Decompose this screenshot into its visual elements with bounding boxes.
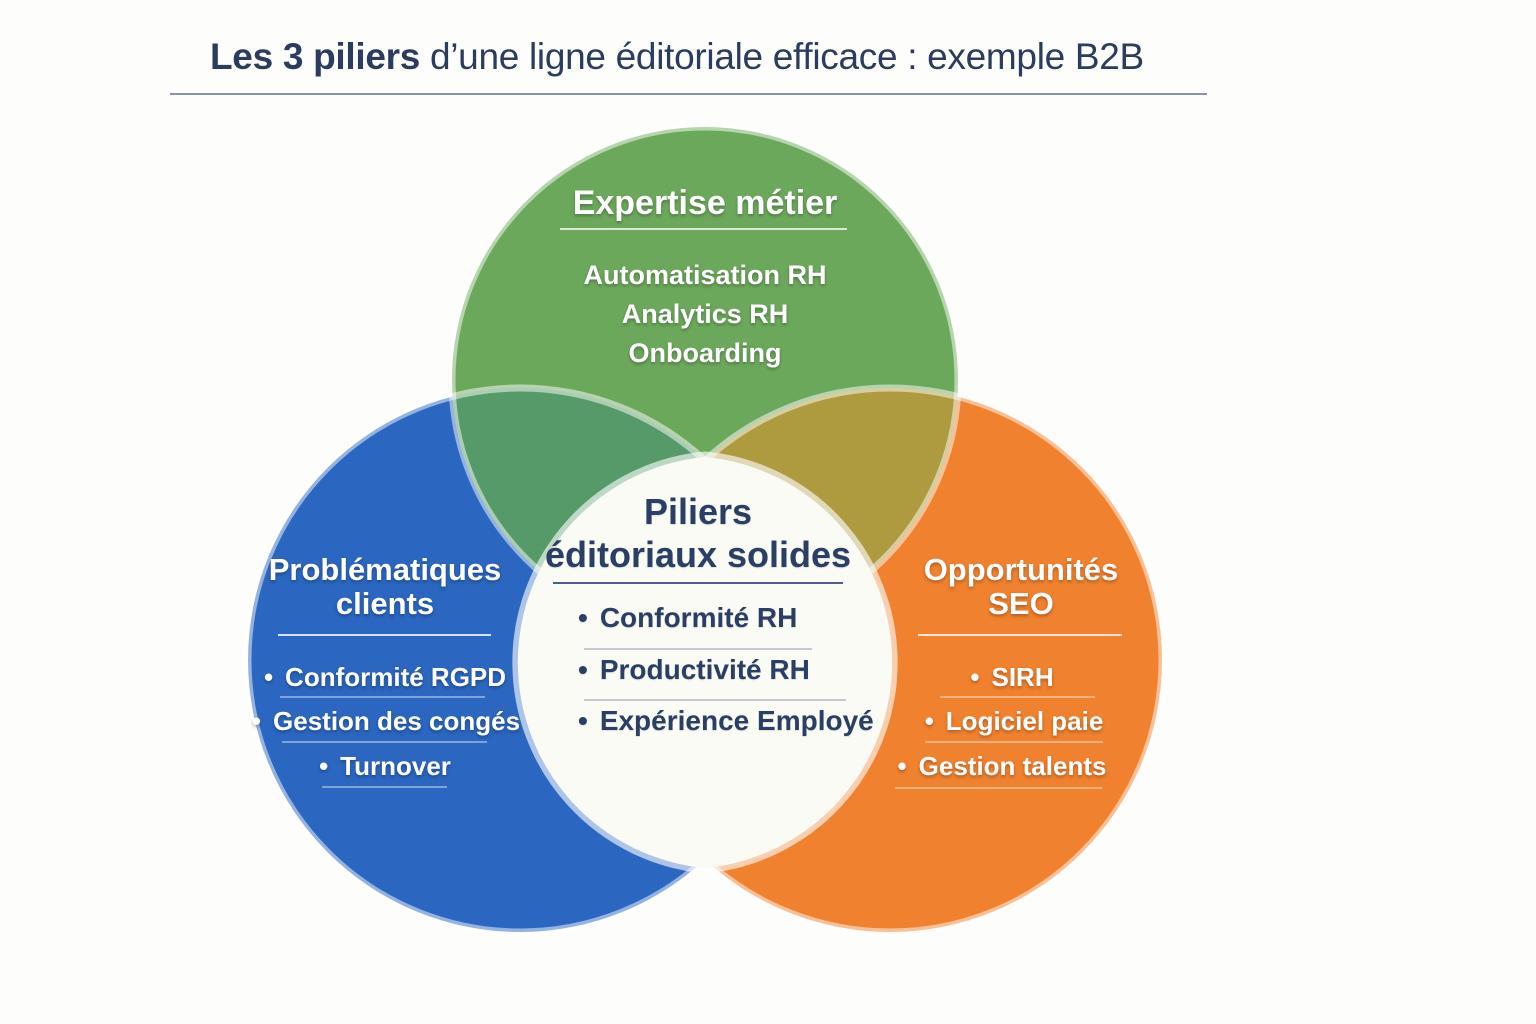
center-heading-underline <box>553 582 843 584</box>
center-heading: Piliers éditoriaux solides <box>545 490 851 576</box>
left-circle-heading-line2: clients <box>335 586 435 621</box>
list-item-label: Logiciel paie <box>945 706 1104 736</box>
bullet-icon: • <box>319 751 329 781</box>
list-item-label: Conformité RH <box>599 602 798 633</box>
page-title: Les 3 piliers d’une ligne éditoriale eff… <box>210 36 1144 78</box>
list-item-label: Expérience Employé <box>599 705 874 736</box>
bullet-icon: • <box>578 602 588 633</box>
item-separator <box>895 787 1102 789</box>
list-item: • Productivité RH <box>578 654 810 686</box>
item-separator <box>584 699 846 701</box>
bullet-icon: • <box>897 751 907 781</box>
center-lens <box>517 457 893 868</box>
list-item-label: Productivité RH <box>599 654 810 685</box>
item-separator <box>940 696 1095 698</box>
left-circle-heading-underline <box>278 634 491 636</box>
bullet-icon: • <box>970 662 980 692</box>
list-item-label: Conformité RGPD <box>285 662 507 692</box>
list-item: • Gestion des congés <box>252 706 520 737</box>
left-circle-heading: Problématiques clients <box>269 553 502 621</box>
item-separator <box>280 696 485 698</box>
list-item-label: Gestion des congés <box>273 706 521 736</box>
list-item: • Conformité RGPD <box>264 662 506 693</box>
bullet-icon: • <box>263 662 274 692</box>
list-item: • SIRH <box>970 662 1053 693</box>
top-circle-heading-underline <box>560 228 847 230</box>
list-item: Analytics RH <box>621 299 789 329</box>
right-circle-heading-line2: SEO <box>988 586 1054 621</box>
list-item: • Gestion talents <box>898 751 1107 782</box>
list-item-label: Gestion talents <box>918 751 1107 781</box>
list-item-label: Turnover <box>340 751 451 781</box>
list-item: • Conformité RH <box>578 602 797 634</box>
item-separator <box>584 648 812 650</box>
list-item: Automatisation RH <box>583 260 827 290</box>
list-item: Onboarding <box>628 338 782 368</box>
item-separator <box>322 786 447 788</box>
right-circle-heading-line1: Opportunités <box>923 552 1119 587</box>
list-item-label: SIRH <box>991 662 1054 692</box>
item-separator <box>282 741 487 743</box>
right-circle-heading: Opportunités SEO <box>924 553 1119 621</box>
list-item: • Expérience Employé <box>578 705 874 737</box>
right-circle-heading-underline <box>918 634 1122 636</box>
item-separator <box>925 741 1103 743</box>
center-heading-line2: éditoriaux solides <box>544 534 852 575</box>
bullet-icon: • <box>251 706 262 736</box>
page-title-bold: Les 3 piliers <box>210 36 420 77</box>
bullet-icon: • <box>924 706 934 736</box>
list-item: • Turnover <box>319 751 451 782</box>
left-circle-heading-line1: Problématiques <box>268 552 502 587</box>
list-item: • Logiciel paie <box>925 706 1104 737</box>
center-heading-line1: Piliers <box>643 491 753 532</box>
bullet-icon: • <box>578 654 588 685</box>
bullet-icon: • <box>578 705 588 736</box>
top-circle-heading: Expertise métier <box>572 184 838 222</box>
page-title-rest: d’une ligne éditoriale efficace : exempl… <box>420 36 1144 77</box>
top-circle-items: Automatisation RH Analytics RH Onboardin… <box>584 256 827 373</box>
title-underline <box>170 93 1207 95</box>
